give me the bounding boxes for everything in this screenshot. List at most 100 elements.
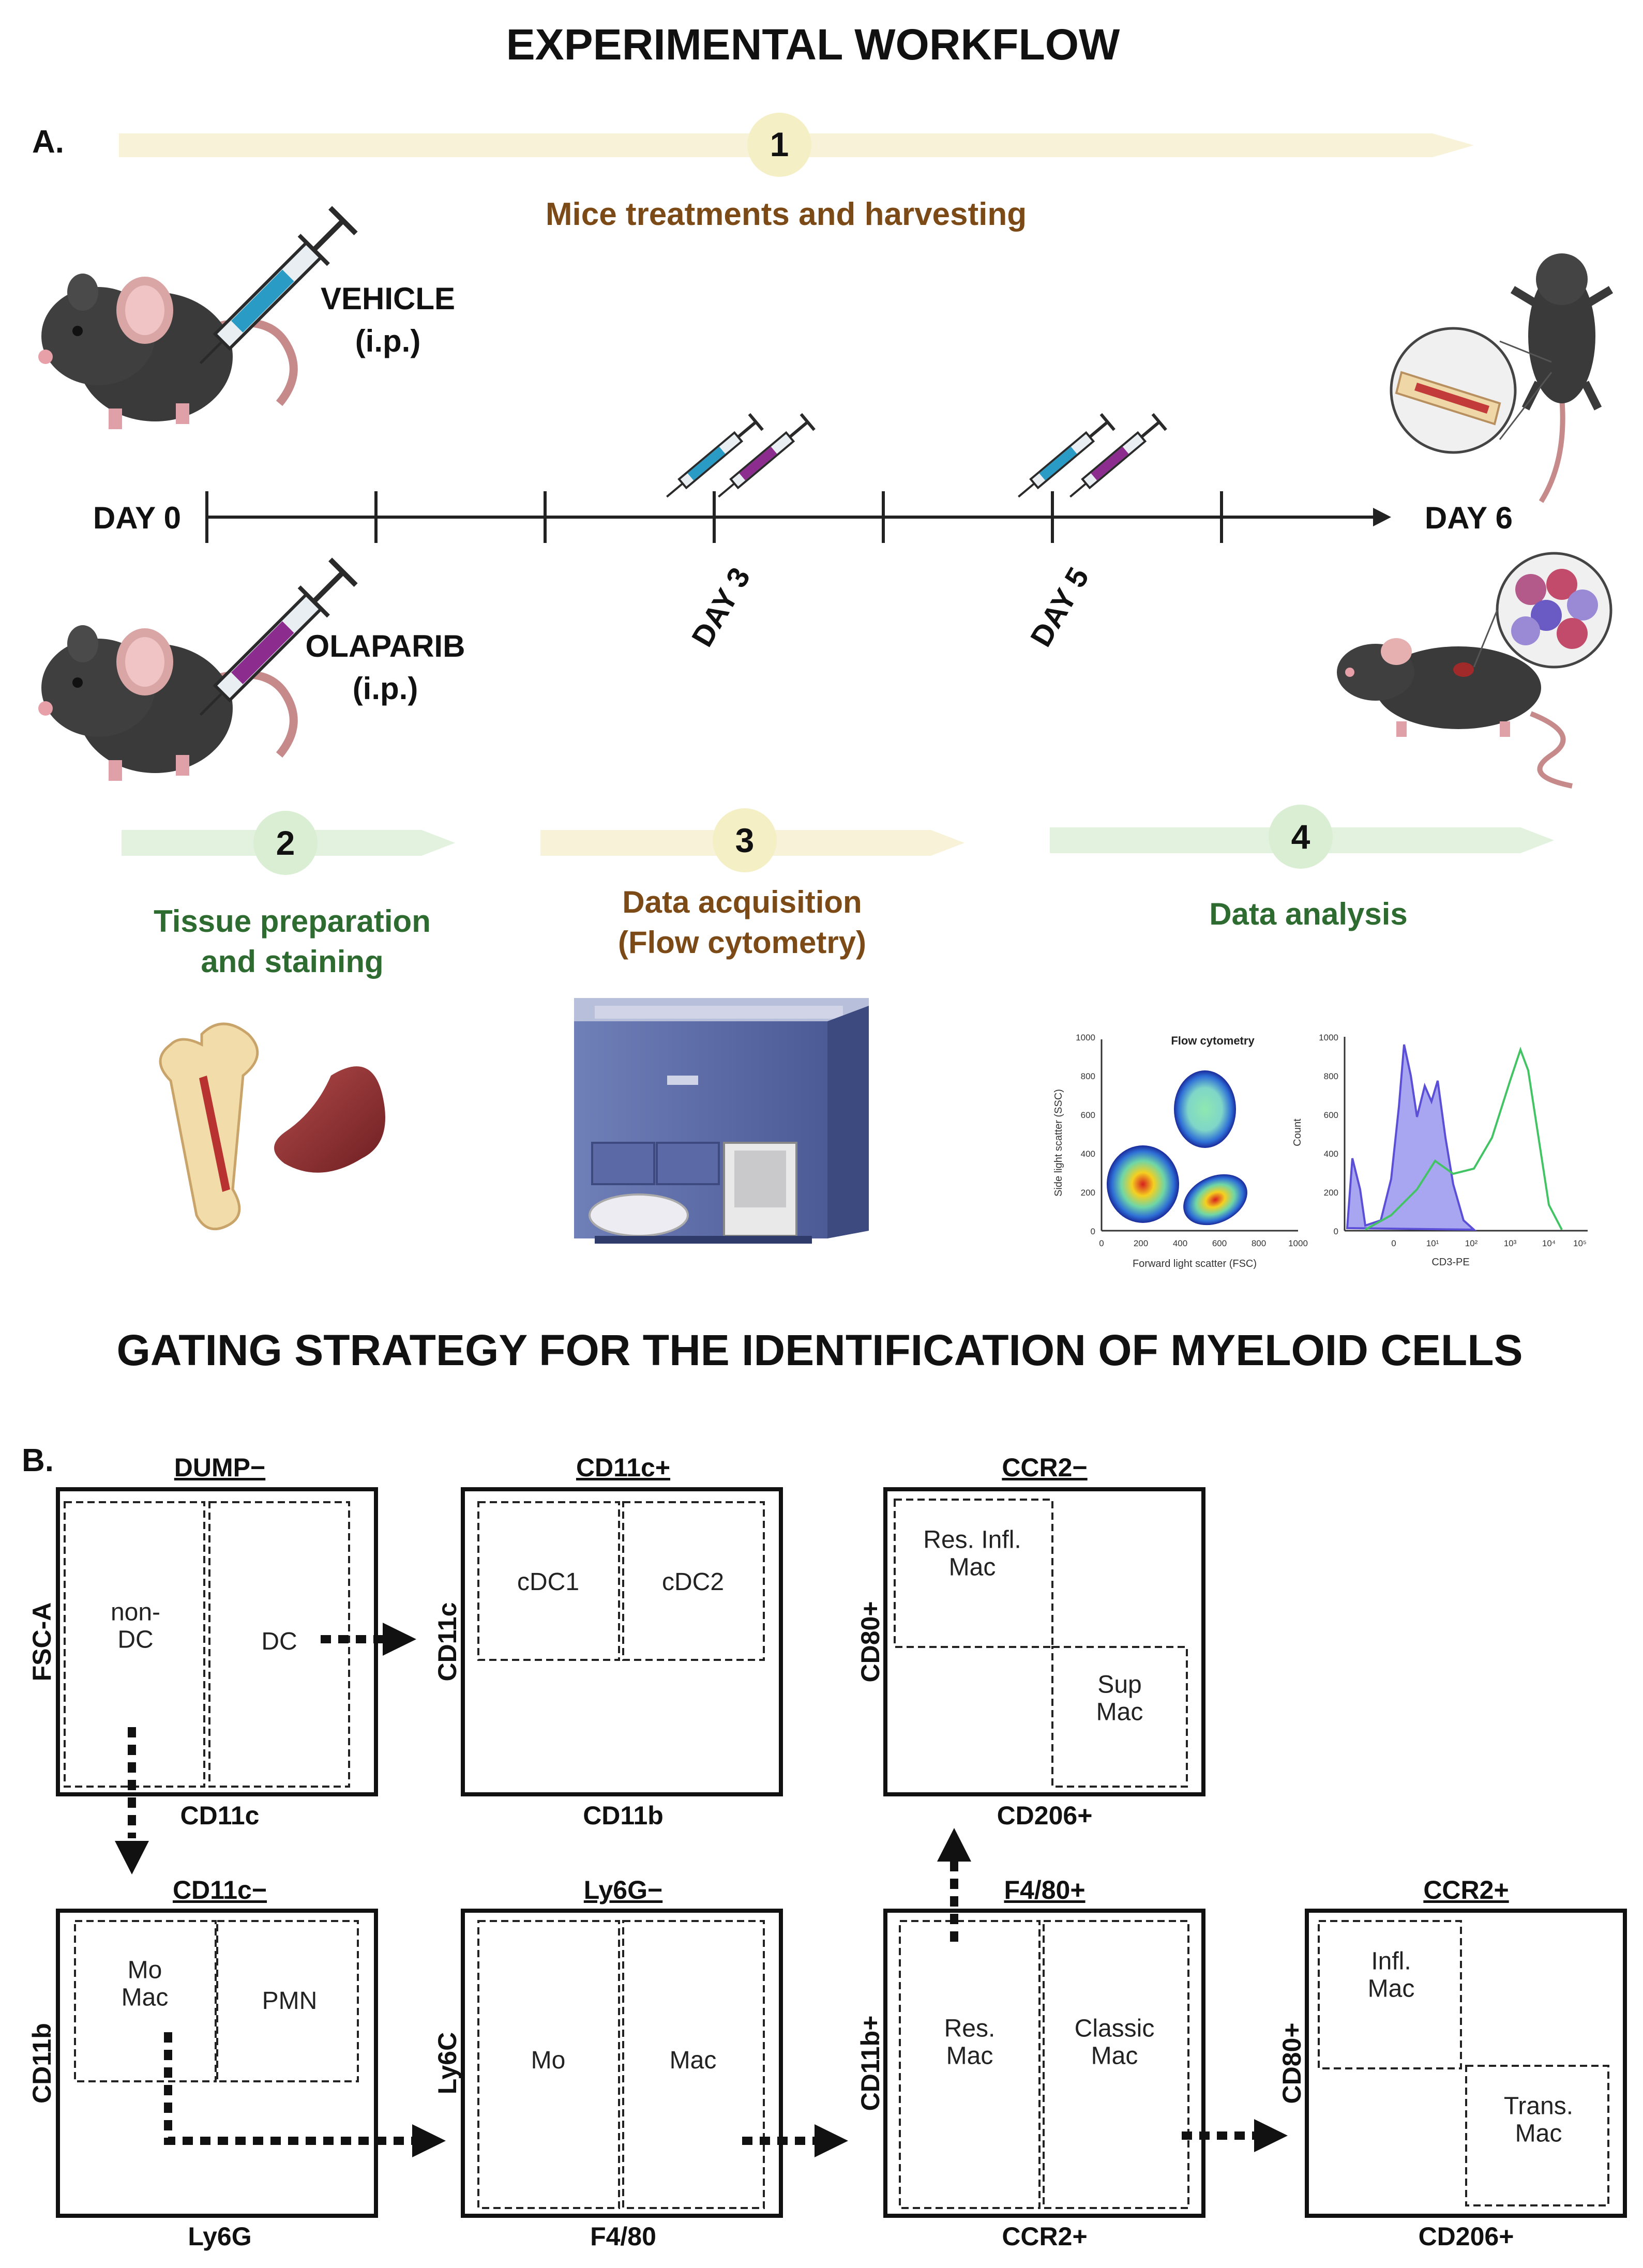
gate-title: CD11c+	[576, 1453, 670, 1482]
gate-region-label: Mac	[670, 2047, 717, 2074]
histogram-xtick-2: 10²	[1465, 1238, 1478, 1248]
scatter-title: Flow cytometry	[1171, 1034, 1255, 1047]
scatter-ytick-200: 200	[1081, 1188, 1095, 1198]
arrowhead	[815, 2124, 848, 2157]
olaparib-label: OLAPARIB	[306, 629, 465, 663]
syringe-olaparib-icon	[199, 557, 358, 716]
scatter-xlabel: Forward light scatter (FSC)	[1133, 1258, 1257, 1269]
gate-ylabel: CD11b	[27, 2023, 56, 2104]
olaparib-route: (i.p.)	[353, 671, 418, 706]
step-1-arrow: 1	[119, 113, 1474, 177]
gate-title: F4/80+	[1004, 1876, 1085, 1904]
gate-region-label: Mo	[531, 2047, 566, 2074]
arrow-momac-to-ly6g-negative	[164, 2032, 421, 2145]
gate-region-label: Res.Mac	[944, 2015, 996, 2070]
histogram-ytick-0: 0	[1334, 1227, 1338, 1236]
scatter-ytick-600: 600	[1081, 1110, 1095, 1120]
histogram-filled-curve	[1346, 1044, 1477, 1231]
step-2-arrow: 2	[122, 811, 455, 875]
scatter-xtick-600: 600	[1212, 1238, 1227, 1248]
step-3-title-line2: (Flow cytometry)	[618, 925, 866, 960]
gating-arrowheads	[115, 1623, 1288, 2157]
arrowhead	[1254, 2119, 1288, 2152]
timeline-end-label: DAY 6	[1425, 501, 1513, 535]
step-4-number: 4	[1291, 818, 1310, 856]
gate-ylabel: CD80+	[856, 1601, 885, 1682]
gate-title: Ly6G−	[584, 1876, 662, 1904]
scatter-xtick-200: 200	[1134, 1238, 1148, 1248]
step-4-title: Data analysis	[1209, 897, 1408, 931]
scatter-ytick-400: 400	[1081, 1149, 1095, 1159]
gate-ylabel: CD80+	[1277, 2022, 1306, 2104]
scatter-xtick-0: 0	[1099, 1238, 1104, 1248]
step-2-title-line1: Tissue preparation	[154, 904, 431, 939]
histogram-ytick-600: 600	[1324, 1110, 1338, 1120]
spleen-illustration	[274, 1066, 385, 1173]
step-2-number: 2	[276, 824, 295, 862]
harvest-mouse-spleen-illustration	[1337, 552, 1612, 789]
scatter-xtick-800: 800	[1252, 1238, 1266, 1248]
gate-ylabel: CD11c	[433, 1602, 462, 1682]
gate-xlabel: CD11c	[180, 1801, 260, 1830]
gate-title: CD11c−	[173, 1876, 267, 1904]
panel-label-b: B.	[22, 1443, 54, 1478]
step-3-number: 3	[735, 821, 755, 859]
gate-region-label: Trans.Mac	[1504, 2093, 1573, 2148]
syringe-day3-olaparib-icon	[718, 413, 816, 498]
arrowhead	[937, 1828, 971, 1862]
gate-region-label: PMN	[262, 1987, 318, 2015]
gating-title: GATING STRATEGY FOR THE IDENTIFICATION O…	[116, 1326, 1523, 1374]
gate-ylabel: CD11b+	[856, 2016, 885, 2111]
gate-cd11c-positive: CD11c+ cDC1 cDC2 CD11b CD11c	[433, 1453, 783, 1830]
bone-illustration	[159, 1022, 259, 1231]
histogram-xtick-3: 10³	[1504, 1238, 1517, 1248]
vehicle-route: (i.p.)	[355, 324, 421, 358]
histogram-ytick-400: 400	[1324, 1149, 1338, 1159]
gate-xlabel: CD206+	[997, 1801, 1093, 1830]
timeline-day3-label: DAY 3	[685, 562, 757, 653]
gate-region-label: Res. Infl.Mac	[923, 1526, 1021, 1581]
step-3-arrow: 3	[540, 808, 964, 872]
gate-region-label: DC	[261, 1628, 297, 1655]
histogram-plot: Count CD3-PE 0 200 400 600 800 1000 0 10…	[1292, 1033, 1588, 1268]
scatter-population-2	[1174, 1070, 1236, 1148]
panel-label-a: A.	[32, 124, 64, 160]
step-3-title-line1: Data acquisition	[622, 885, 862, 919]
histogram-xtick-4: 10⁴	[1542, 1238, 1556, 1248]
histogram-ytick-800: 800	[1324, 1071, 1338, 1081]
arrowhead	[383, 1623, 416, 1656]
scatter-ytick-1000: 1000	[1076, 1033, 1095, 1042]
vehicle-label: VEHICLE	[321, 281, 455, 316]
histogram-ylabel: Count	[1292, 1118, 1303, 1146]
mouse-olaparib-illustration	[38, 625, 298, 781]
gate-title: CCR2+	[1423, 1876, 1509, 1904]
histogram-xtick-1: 10¹	[1426, 1238, 1439, 1248]
gate-title: CCR2−	[1002, 1453, 1087, 1482]
histogram-ytick-1000: 1000	[1319, 1033, 1338, 1042]
histogram-xtick-0: 0	[1391, 1238, 1396, 1248]
gate-region-label: non-DC	[111, 1599, 160, 1654]
arrowhead	[115, 1841, 149, 1874]
gate-region-label: cDC1	[517, 1568, 579, 1596]
timeline	[205, 491, 1391, 543]
step-1-number: 1	[770, 125, 789, 163]
step-4-arrow: 4	[1050, 805, 1554, 869]
timeline-start-label: DAY 0	[93, 501, 181, 535]
scatter-plot: Flow cytometry Side light scatter (SSC) …	[1053, 1033, 1308, 1269]
gate-ylabel: Ly6C	[433, 2032, 462, 2094]
workflow-title: EXPERIMENTAL WORKFLOW	[506, 20, 1121, 69]
mouse-vehicle-illustration	[38, 274, 298, 429]
gate-xlabel: CD206+	[1419, 2222, 1514, 2251]
flow-cytometer-illustration	[574, 998, 869, 1244]
gate-title: DUMP−	[174, 1453, 265, 1482]
step-2-title-line2: and staining	[201, 944, 383, 979]
syringe-day3-vehicle-icon	[666, 413, 764, 498]
histogram-xlabel: CD3-PE	[1431, 1257, 1469, 1268]
scatter-xtick-1000: 1000	[1288, 1238, 1308, 1248]
step-1-title: Mice treatments and harvesting	[546, 196, 1027, 232]
gate-region-label: Infl.Mac	[1368, 1948, 1415, 2003]
